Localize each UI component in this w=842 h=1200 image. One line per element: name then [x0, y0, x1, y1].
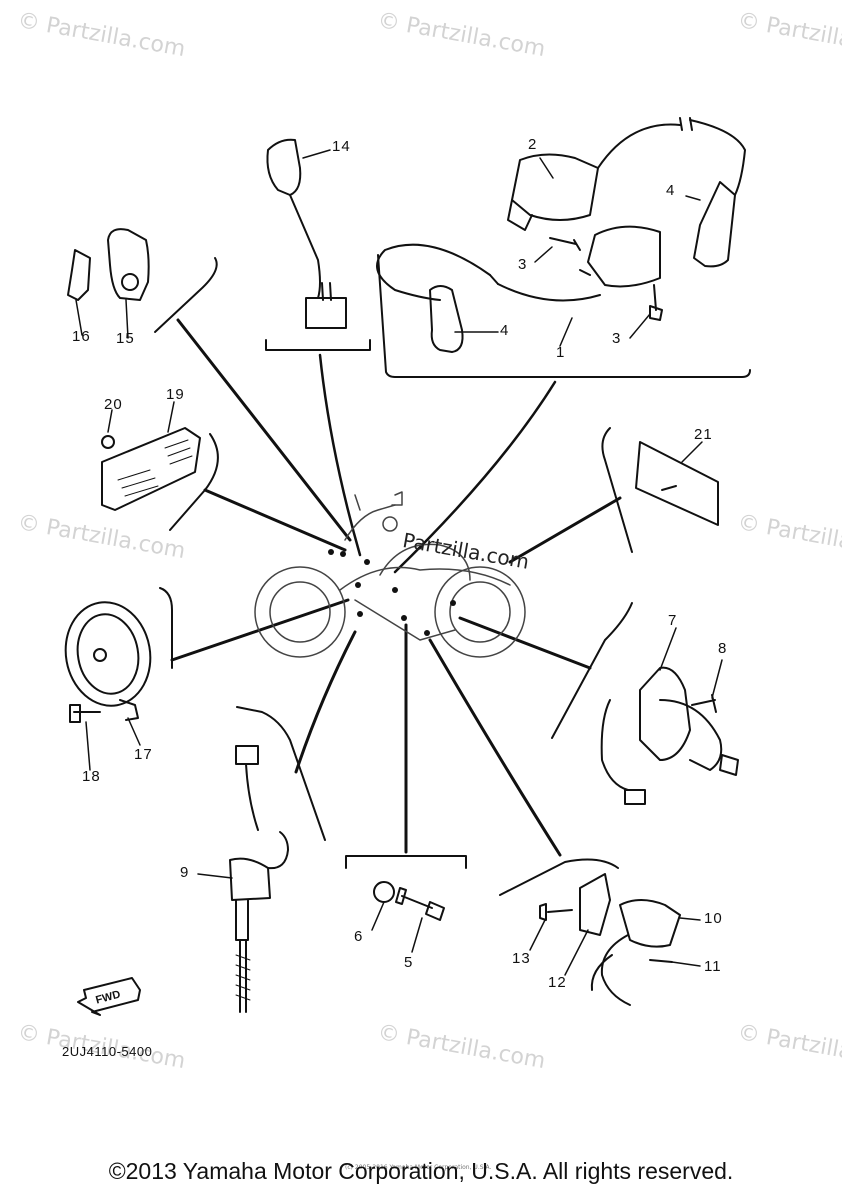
callout-3[interactable]: 3 — [612, 330, 622, 347]
bracket-bolt — [345, 855, 467, 869]
leader-ignition-coil — [393, 380, 557, 574]
callout-10[interactable]: 10 — [704, 910, 723, 927]
bracket-main-switch — [551, 602, 633, 739]
part-1-plug-wire — [376, 243, 601, 302]
leader-reflector — [203, 488, 347, 552]
callout-12[interactable]: 12 — [548, 974, 567, 991]
callout-9[interactable]: 9 — [180, 864, 190, 881]
leader-oil-switch — [294, 630, 357, 774]
callout-13[interactable]: 13 — [512, 950, 531, 967]
bracket-reflector-21 — [601, 427, 633, 553]
tiny-copyright: (c) 2005-2016 Yamaha Motor Corporation, … — [345, 1164, 492, 1171]
bracket-neutral-switch — [265, 339, 371, 351]
part-16-bracket — [67, 249, 91, 301]
part-5-bolt — [395, 887, 445, 921]
part-20-nut — [101, 435, 115, 449]
part-4-plug-cap-b — [693, 181, 736, 268]
fwd-arrow — [77, 977, 141, 1016]
leader-relay — [428, 638, 562, 857]
callout-3[interactable]: 3 — [518, 256, 528, 273]
part-17-horn — [64, 601, 152, 721]
callout-20[interactable]: 20 — [104, 396, 123, 413]
motorcycle-part-markers — [328, 549, 456, 636]
part-14-neutral-switch — [266, 138, 347, 329]
part-4-plug-cap-a — [429, 285, 464, 353]
bracket-reflector — [169, 433, 219, 531]
fwd-arrow-label: FWD — [94, 989, 121, 1007]
part-3-bolt-b — [649, 284, 663, 321]
part-15-switch — [107, 228, 150, 301]
leader-reflector-21 — [508, 496, 622, 564]
callout-4[interactable]: 4 — [500, 322, 510, 339]
part-18-bolt — [69, 704, 101, 723]
callout-18[interactable]: 18 — [82, 768, 101, 785]
callout-6[interactable]: 6 — [354, 928, 364, 945]
callout-15[interactable]: 15 — [116, 330, 135, 347]
part-9-oil-switch — [229, 745, 289, 1013]
callout-2[interactable]: 2 — [528, 136, 538, 153]
leader-main-switch — [458, 616, 592, 670]
part-ignition-coil-2 — [579, 225, 661, 288]
callout-5[interactable]: 5 — [404, 954, 414, 971]
part-7-main-switch — [600, 666, 739, 805]
leader-horn — [170, 598, 350, 662]
leader-15-16 — [176, 318, 352, 542]
callout-8[interactable]: 8 — [718, 640, 728, 657]
callout-17[interactable]: 17 — [134, 746, 153, 763]
bracket-15-16 — [154, 257, 218, 333]
callout-4[interactable]: 4 — [666, 182, 676, 199]
bracket-oil-switch — [236, 706, 326, 841]
callout-16[interactable]: 16 — [72, 328, 91, 345]
part-2-ignition-coil — [507, 117, 746, 231]
part-21-reflector — [635, 441, 719, 526]
part-11-screw — [649, 959, 673, 963]
part-6-washer — [373, 881, 395, 903]
callout-1[interactable]: 1 — [556, 344, 566, 361]
part-3-bolt-a — [549, 237, 581, 251]
callout-21[interactable]: 21 — [694, 426, 713, 443]
callout-14[interactable]: 14 — [332, 138, 351, 155]
copyright-notice: ©2013 Yamaha Motor Corporation, U.S.A. A… — [108, 1158, 734, 1184]
motorcycle-outline — [254, 491, 526, 658]
callout-11[interactable]: 11 — [704, 958, 722, 975]
part-12-bracket — [579, 873, 611, 936]
bracket-relay — [499, 858, 619, 896]
part-19-reflector — [101, 427, 201, 511]
callout-19[interactable]: 19 — [166, 386, 185, 403]
bracket-ignition-coil — [377, 254, 751, 378]
part-10-relay — [590, 899, 681, 1006]
bracket-horn — [159, 587, 173, 669]
callout-7[interactable]: 7 — [668, 612, 678, 629]
diagram-code: 2UJ4110-5400 — [62, 1044, 153, 1059]
part-13-bolt — [539, 903, 573, 921]
